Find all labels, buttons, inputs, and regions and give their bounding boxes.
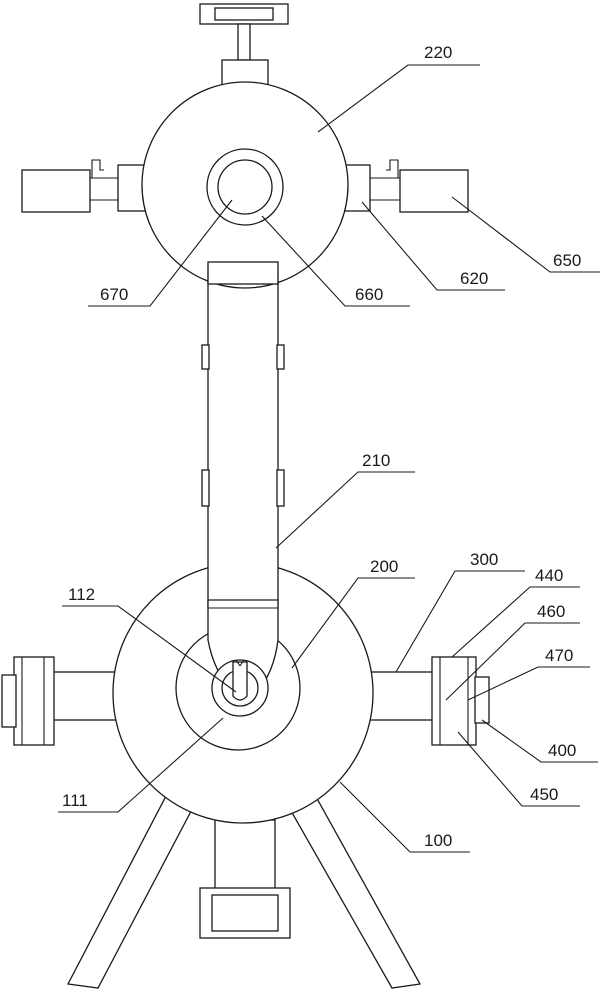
- right-actuator: [339, 159, 469, 213]
- left-port-tube: [51, 671, 123, 721]
- arm-neck: [207, 261, 279, 285]
- bottom-port-cap: [211, 894, 279, 932]
- leader-lines: [58, 64, 600, 853]
- arm-clip-right-2: [276, 469, 285, 507]
- label-440: 440: [535, 566, 563, 585]
- shaft-670: [217, 159, 273, 215]
- label-450: 450: [530, 785, 558, 804]
- top-handle-inner: [214, 7, 274, 21]
- right-port-cap-400: [474, 676, 490, 724]
- label-400: 400: [548, 741, 576, 760]
- label-200: 200: [370, 557, 398, 576]
- pivot-pin-112: [232, 661, 248, 701]
- arm-clip-left-1: [201, 344, 210, 370]
- left-port: [1, 656, 123, 746]
- right-port: [364, 656, 490, 746]
- label-210: 210: [362, 451, 390, 470]
- arm-clip-right-1: [276, 344, 285, 370]
- pivot: [211, 659, 269, 717]
- label-620: 620: [460, 269, 488, 288]
- arm-clip-left-2: [201, 469, 210, 507]
- label-650: 650: [553, 251, 581, 270]
- right-cylinder-650: [399, 169, 469, 213]
- left-port-flange: [13, 656, 55, 746]
- arm-body: [207, 277, 279, 609]
- label-470: 470: [545, 646, 573, 665]
- label-100: 100: [424, 831, 452, 850]
- right-port-tube-300: [364, 671, 438, 721]
- arm-210: [201, 277, 285, 691]
- label-460: 460: [537, 602, 565, 621]
- left-cylinder: [21, 169, 91, 213]
- right-port-flange-440: [431, 656, 477, 746]
- bottom-port-tube: [214, 819, 276, 891]
- left-actuator: [21, 159, 149, 213]
- label-112: 112: [68, 585, 95, 604]
- label-220: 220: [424, 43, 452, 62]
- label-111: 111: [62, 791, 88, 810]
- label-660: 660: [355, 285, 383, 304]
- reference-labels: 220 650 620 670 660 210 200 300 440 460 …: [62, 43, 581, 850]
- label-670: 670: [100, 285, 128, 304]
- label-300: 300: [470, 550, 498, 569]
- top-stem: [237, 23, 251, 61]
- bottom-port: [199, 819, 291, 939]
- left-port-cap: [1, 674, 17, 728]
